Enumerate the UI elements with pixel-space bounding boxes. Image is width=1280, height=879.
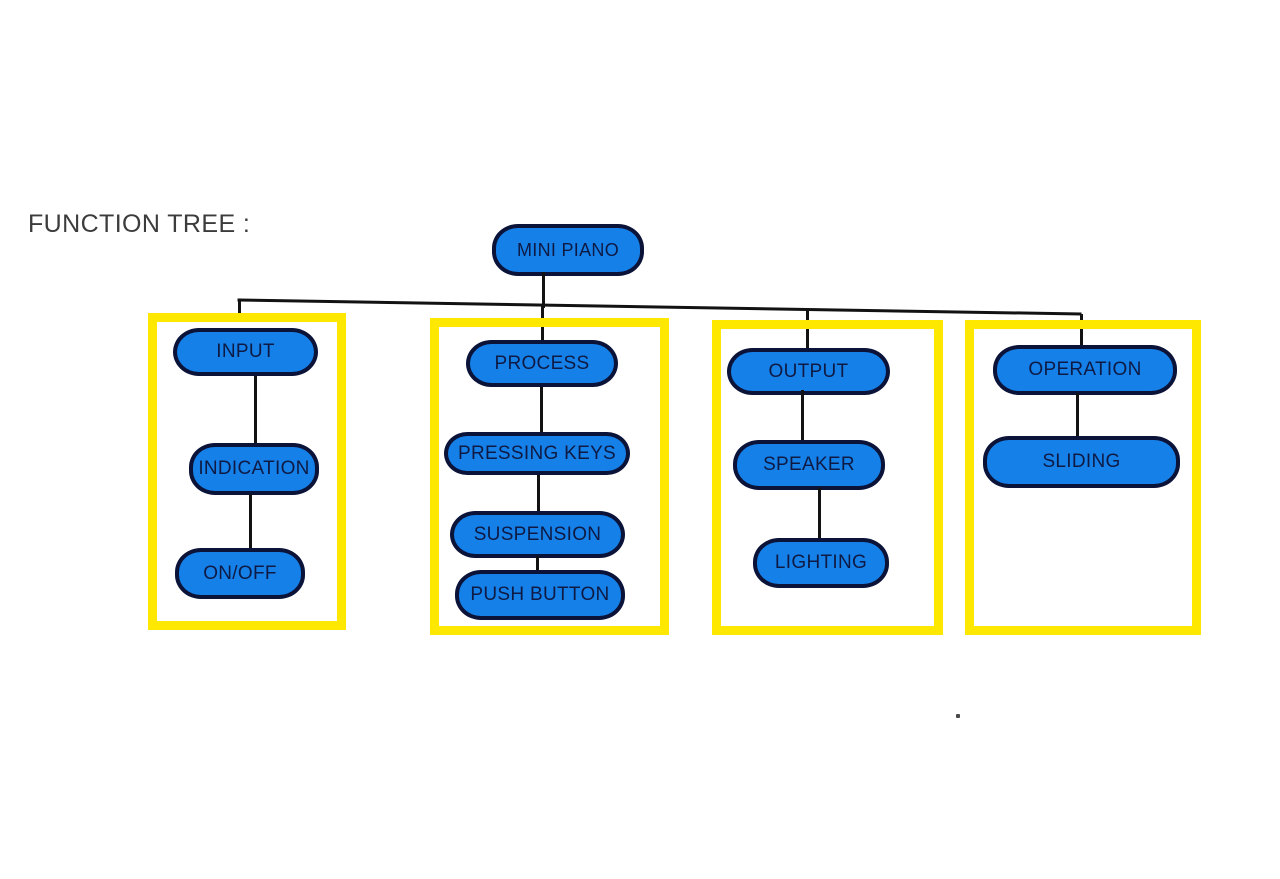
node-label: PROCESS [494, 352, 590, 374]
connector-process-pressing-keys [540, 387, 543, 433]
node-label: PUSH BUTTON [470, 584, 610, 605]
ink-speck [956, 714, 960, 718]
node-label: INPUT [216, 341, 275, 362]
node-suspension[interactable]: SUSPENSION [450, 511, 625, 558]
connector-root-stem [542, 272, 545, 308]
node-on-off[interactable]: ON/OFF [175, 548, 305, 599]
connector-drop-input [238, 300, 241, 322]
node-label: SUSPENSION [473, 523, 602, 545]
node-label: SPEAKER [763, 454, 855, 475]
connector-suspension-push-button [536, 556, 539, 572]
node-mini-piano[interactable]: MINI PIANO [492, 224, 644, 276]
node-label: PRESSING KEYS [457, 442, 617, 464]
connector-operation-sliding [1076, 393, 1079, 439]
node-sliding[interactable]: SLIDING [983, 436, 1180, 488]
node-label: LIGHTING [774, 552, 868, 573]
node-output[interactable]: OUTPUT [727, 348, 890, 395]
node-speaker[interactable]: SPEAKER [733, 440, 885, 490]
connector-pressing-keys-suspension [537, 475, 540, 513]
node-operation[interactable]: OPERATION [993, 345, 1177, 395]
node-input[interactable]: INPUT [173, 328, 318, 376]
node-label: OPERATION [1028, 359, 1142, 380]
connector-speaker-lighting [818, 488, 821, 540]
node-label: OUTPUT [768, 360, 849, 382]
node-label: INDICATION [198, 458, 310, 479]
connector-indication-onoff [249, 494, 252, 550]
group-frame-operation [965, 320, 1201, 635]
node-process[interactable]: PROCESS [466, 340, 618, 387]
node-push-button[interactable]: PUSH BUTTON [455, 570, 625, 620]
connector-output-speaker [801, 390, 804, 442]
connector-input-indication [254, 376, 257, 444]
node-label: MINI PIANO [516, 239, 619, 260]
node-label: ON/OFF [203, 562, 277, 584]
node-lighting[interactable]: LIGHTING [753, 538, 889, 588]
connector-horizontal-bus [237, 296, 1084, 318]
connector-drop-output [806, 311, 809, 349]
node-pressing-keys[interactable]: PRESSING KEYS [444, 432, 630, 475]
node-label: SLIDING [1042, 451, 1121, 472]
group-frame-input [148, 313, 346, 630]
page-title: FUNCTION TREE : [28, 210, 251, 238]
group-frame-output [712, 320, 943, 635]
connector-drop-operation [1080, 314, 1083, 346]
group-frame-process [430, 318, 669, 635]
node-indication[interactable]: INDICATION [189, 443, 319, 495]
